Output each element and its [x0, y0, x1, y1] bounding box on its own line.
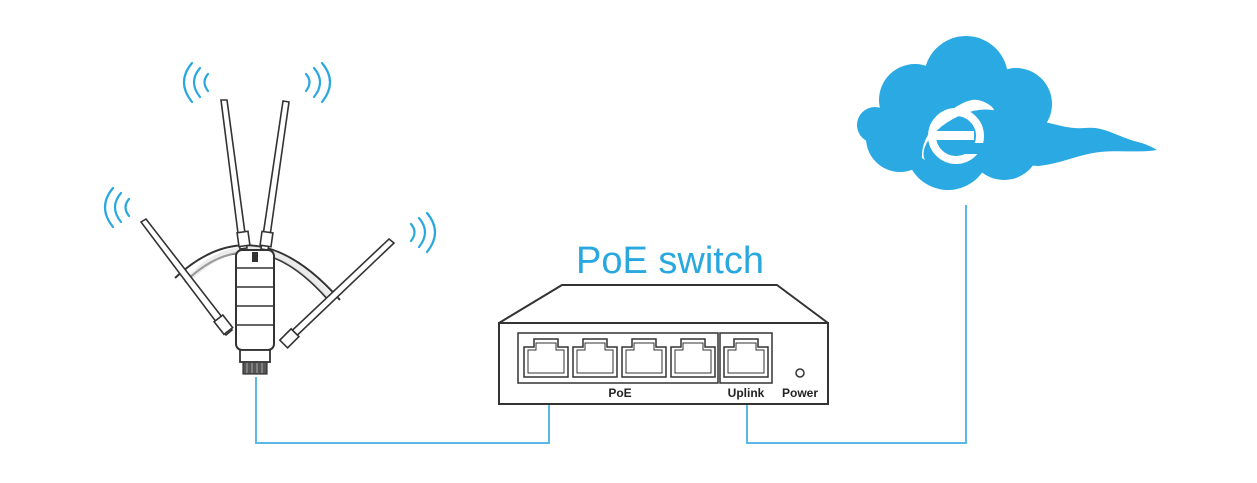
poe-port-3	[621, 338, 667, 378]
uplink-ports	[723, 338, 769, 378]
power-led-icon	[795, 368, 805, 378]
wifi-signal-icon	[409, 211, 437, 254]
wifi-signal-icon	[182, 61, 210, 104]
wifi-signals	[103, 61, 437, 254]
poe-ports	[523, 338, 716, 378]
antenna-group	[139, 99, 396, 350]
connection-lines	[255, 205, 967, 444]
uplink-label: Uplink	[728, 386, 765, 400]
access-point-body	[235, 249, 275, 351]
internet-explorer-logo	[921, 99, 994, 164]
power-label: Power	[782, 386, 818, 400]
page-title: PoE switch	[576, 240, 764, 282]
wifi-signal-icon	[103, 186, 131, 229]
poe-port-frame	[517, 332, 719, 384]
outdoor-access-point-icon	[139, 99, 396, 375]
poe-label: PoE	[608, 386, 631, 400]
uplink-port-1	[723, 338, 769, 378]
poe-switch: PoE Uplink Power	[498, 284, 829, 405]
switch-to-internet-line	[746, 205, 967, 444]
uplink-port-frame	[719, 332, 773, 384]
internet-cloud-icon	[857, 36, 1157, 190]
poe-port-4	[670, 338, 716, 378]
wifi-signal-icon	[304, 61, 332, 104]
ap-to-switch-line	[255, 377, 550, 444]
switch-top-face	[498, 284, 829, 324]
poe-port-1	[523, 338, 569, 378]
poe-port-2	[572, 338, 618, 378]
